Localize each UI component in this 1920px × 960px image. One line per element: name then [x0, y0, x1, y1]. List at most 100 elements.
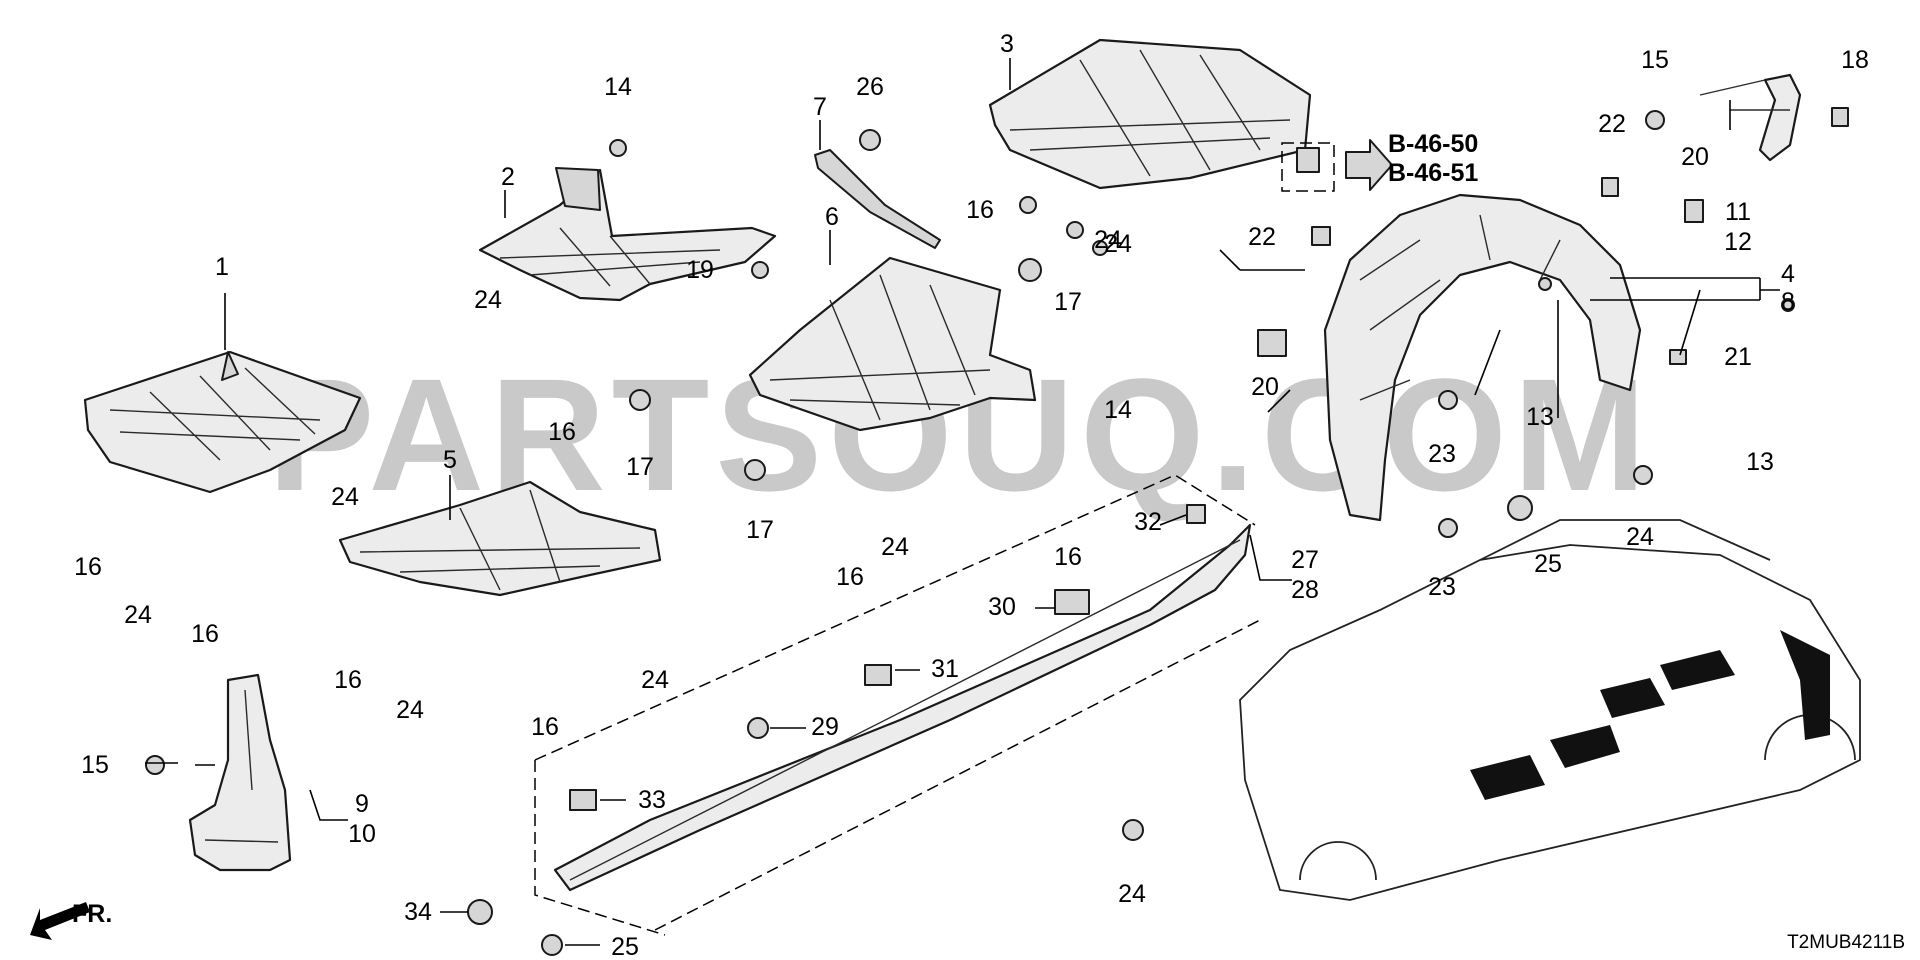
callout-16-e[interactable]: 16: [334, 666, 362, 694]
part-4-8-fender-liner[interactable]: [1323, 193, 1642, 522]
callout-5[interactable]: 5: [443, 446, 457, 474]
callout-24-h[interactable]: 24: [1118, 880, 1146, 908]
callout-14-a[interactable]: 14: [604, 73, 632, 101]
bolt-24-fender[interactable]: [1633, 465, 1653, 485]
callout-4[interactable]: 4: [1781, 260, 1795, 288]
callout-8[interactable]: 8: [1781, 288, 1795, 316]
callout-22-b[interactable]: 22: [1248, 223, 1276, 251]
clip-20-lower[interactable]: [1257, 329, 1287, 357]
clip-34[interactable]: [467, 899, 493, 925]
callout-28[interactable]: 28: [1291, 576, 1319, 604]
clip-32[interactable]: [1186, 504, 1206, 524]
clip-18[interactable]: [1831, 107, 1849, 127]
nut-26[interactable]: [859, 129, 881, 151]
clip-23-lower[interactable]: [1438, 518, 1458, 538]
callout-24-j[interactable]: 24: [1104, 230, 1132, 258]
callout-18[interactable]: 18: [1841, 46, 1869, 74]
callout-20-b[interactable]: 20: [1251, 373, 1279, 401]
clip-31[interactable]: [864, 664, 892, 686]
bolt-14-upper[interactable]: [609, 139, 627, 157]
callout-19[interactable]: 19: [686, 256, 714, 284]
callout-9[interactable]: 9: [355, 790, 369, 818]
clip-b46[interactable]: [1296, 147, 1320, 173]
bolt-14-right[interactable]: [1092, 240, 1108, 256]
clip-20-upper[interactable]: [1684, 199, 1704, 223]
part-2-engine-splash-shield[interactable]: [478, 167, 777, 302]
callout-33[interactable]: 33: [638, 786, 666, 814]
screw-13-center[interactable]: [1538, 277, 1552, 291]
callout-15-b[interactable]: 15: [81, 751, 109, 779]
clip-23-upper[interactable]: [1438, 390, 1458, 410]
bolt-16-rear[interactable]: [1019, 196, 1037, 214]
callout-30[interactable]: 30: [988, 593, 1016, 621]
callout-26[interactable]: 26: [856, 73, 884, 101]
callout-34[interactable]: 34: [404, 898, 432, 926]
part-7-stay[interactable]: [814, 149, 941, 249]
callout-12[interactable]: 12: [1724, 228, 1752, 256]
callout-25-a[interactable]: 25: [1534, 550, 1562, 578]
callout-20-a[interactable]: 20: [1681, 143, 1709, 171]
callout-16-c[interactable]: 16: [548, 418, 576, 446]
callout-14-b[interactable]: 14: [1104, 396, 1132, 424]
callout-11[interactable]: 11: [1725, 198, 1751, 226]
callout-17-a[interactable]: 17: [626, 453, 654, 481]
callout-29[interactable]: 29: [811, 713, 839, 741]
callout-23-a[interactable]: 23: [1428, 440, 1456, 468]
callout-22-a[interactable]: 22: [1598, 110, 1626, 138]
screw-13-right[interactable]: [1781, 298, 1795, 312]
callout-17-b[interactable]: 17: [1054, 288, 1082, 316]
clip-29[interactable]: [747, 717, 769, 739]
callout-24-f[interactable]: 24: [641, 666, 669, 694]
callout-24-e[interactable]: 24: [396, 696, 424, 724]
grommet-17-lower[interactable]: [744, 459, 766, 481]
nut-19[interactable]: [751, 261, 769, 279]
callout-32[interactable]: 32: [1134, 508, 1162, 536]
callout-24-g[interactable]: 24: [881, 533, 909, 561]
grommet-25-sill[interactable]: [541, 934, 563, 956]
callout-21[interactable]: 21: [1724, 343, 1752, 371]
part-3-rear-under-cover[interactable]: [988, 38, 1312, 190]
callout-7[interactable]: 7: [813, 93, 827, 121]
callout-2[interactable]: 2: [501, 163, 515, 191]
callout-16-b[interactable]: 16: [191, 620, 219, 648]
tape-33[interactable]: [569, 789, 597, 811]
screw-15-upper[interactable]: [1645, 110, 1665, 130]
part-1-front-under-cover[interactable]: [83, 350, 362, 494]
callout-16-f[interactable]: 16: [531, 713, 559, 741]
reference-label-b-46-50[interactable]: B-46-50: [1388, 130, 1478, 158]
clip-22-upper[interactable]: [1601, 177, 1619, 197]
callout-16-a[interactable]: 16: [74, 553, 102, 581]
callout-24-i[interactable]: 24: [1626, 523, 1654, 551]
callout-15-a[interactable]: 15: [1641, 46, 1669, 74]
callout-13-b[interactable]: 13: [1746, 448, 1774, 476]
callout-24-a[interactable]: 24: [474, 286, 502, 314]
clip-21[interactable]: [1669, 349, 1687, 365]
clip-22-lower[interactable]: [1311, 226, 1331, 246]
callout-16-g[interactable]: 16: [836, 563, 864, 591]
callout-10[interactable]: 10: [348, 820, 376, 848]
callout-24-d[interactable]: 24: [124, 601, 152, 629]
part-5-middle-under-cover[interactable]: [338, 480, 662, 597]
screw-15-lower[interactable]: [145, 755, 165, 775]
callout-31[interactable]: 31: [931, 655, 959, 683]
callout-3[interactable]: 3: [1000, 30, 1014, 58]
part-9-10-mud-guard[interactable]: [188, 673, 292, 872]
callout-1[interactable]: 1: [215, 253, 229, 281]
part-6-floor-under-cover[interactable]: [748, 256, 1037, 432]
callout-23-b[interactable]: 23: [1428, 573, 1456, 601]
grommet-17-center[interactable]: [1018, 258, 1042, 282]
callout-13-a[interactable]: 13: [1526, 403, 1554, 431]
callout-17-c[interactable]: 17: [746, 516, 774, 544]
reference-label-b-46-51[interactable]: B-46-51: [1388, 159, 1478, 187]
callout-24-c[interactable]: 24: [331, 483, 359, 511]
callout-24-b[interactable]: 24: [1094, 226, 1122, 254]
tape-30[interactable]: [1054, 589, 1090, 615]
part-11-12-bracket[interactable]: [1699, 73, 1802, 162]
callout-27[interactable]: 27: [1291, 546, 1319, 574]
part-27-28-side-sill-garnish[interactable]: [553, 523, 1252, 892]
bolt-24-sill[interactable]: [1122, 819, 1144, 841]
callout-16-d[interactable]: 16: [966, 196, 994, 224]
grommet-17-left[interactable]: [629, 389, 651, 411]
grommet-25-fender[interactable]: [1507, 495, 1533, 521]
callout-16-h[interactable]: 16: [1054, 543, 1082, 571]
